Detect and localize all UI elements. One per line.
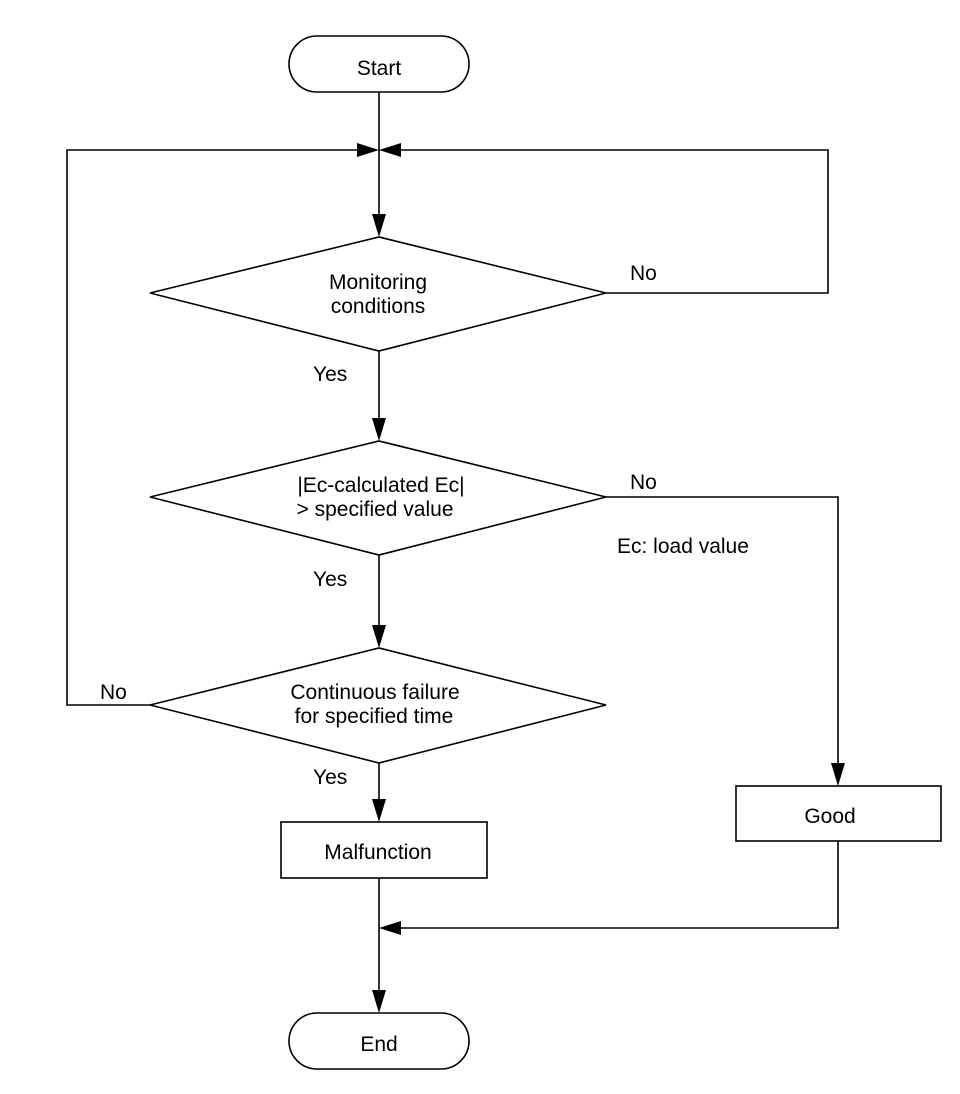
continuous-yes-label: Yes [313,766,347,789]
connector-monitoring-no-loop [396,149,829,294]
monitoring-no-label: No [630,262,657,285]
good-box [735,785,942,842]
monitoring-label-line2: conditions [331,295,426,318]
connector-good-return [396,841,839,929]
ec-yes-label: Yes [313,568,347,591]
monitoring-decision [149,236,607,352]
arrow-into-malfunction-icon [372,799,386,822]
continuous-decision [149,647,607,764]
malfunction-box [280,821,488,879]
connector-continuous-no-loop [66,149,362,706]
end-label: End [360,1033,397,1056]
ec-no-label: No [630,471,657,494]
start-label: Start [357,57,402,80]
ec-label-line2: > specified value [296,498,453,521]
ec-note: Ec: load value [617,535,749,558]
arrow-good-return-icon [379,921,401,935]
arrow-into-continuous-icon [372,625,386,648]
arrow-right-loop-icon [379,143,401,157]
end-terminal [288,1012,470,1070]
continuous-no-label: No [100,681,127,704]
continuous-label-line1: Continuous failure [290,681,459,704]
monitoring-label-line1: Monitoring [329,271,427,294]
arrow-left-loop-icon [357,143,379,157]
continuous-label-line2: for specified time [295,705,454,728]
ec-label-line1: |Ec-calculated Ec| [297,474,464,497]
malfunction-label: Malfunction [324,841,431,864]
start-terminal [288,35,470,93]
arrow-into-ec-icon [372,418,386,441]
arrow-into-end-icon [372,990,386,1013]
arrow-into-good-icon [831,763,845,786]
monitoring-yes-label: Yes [313,363,347,386]
connector-ec-no-to-good [606,496,839,775]
good-label: Good [804,805,855,828]
arrow-into-monitoring-icon [372,214,386,237]
ec-decision [149,440,607,556]
